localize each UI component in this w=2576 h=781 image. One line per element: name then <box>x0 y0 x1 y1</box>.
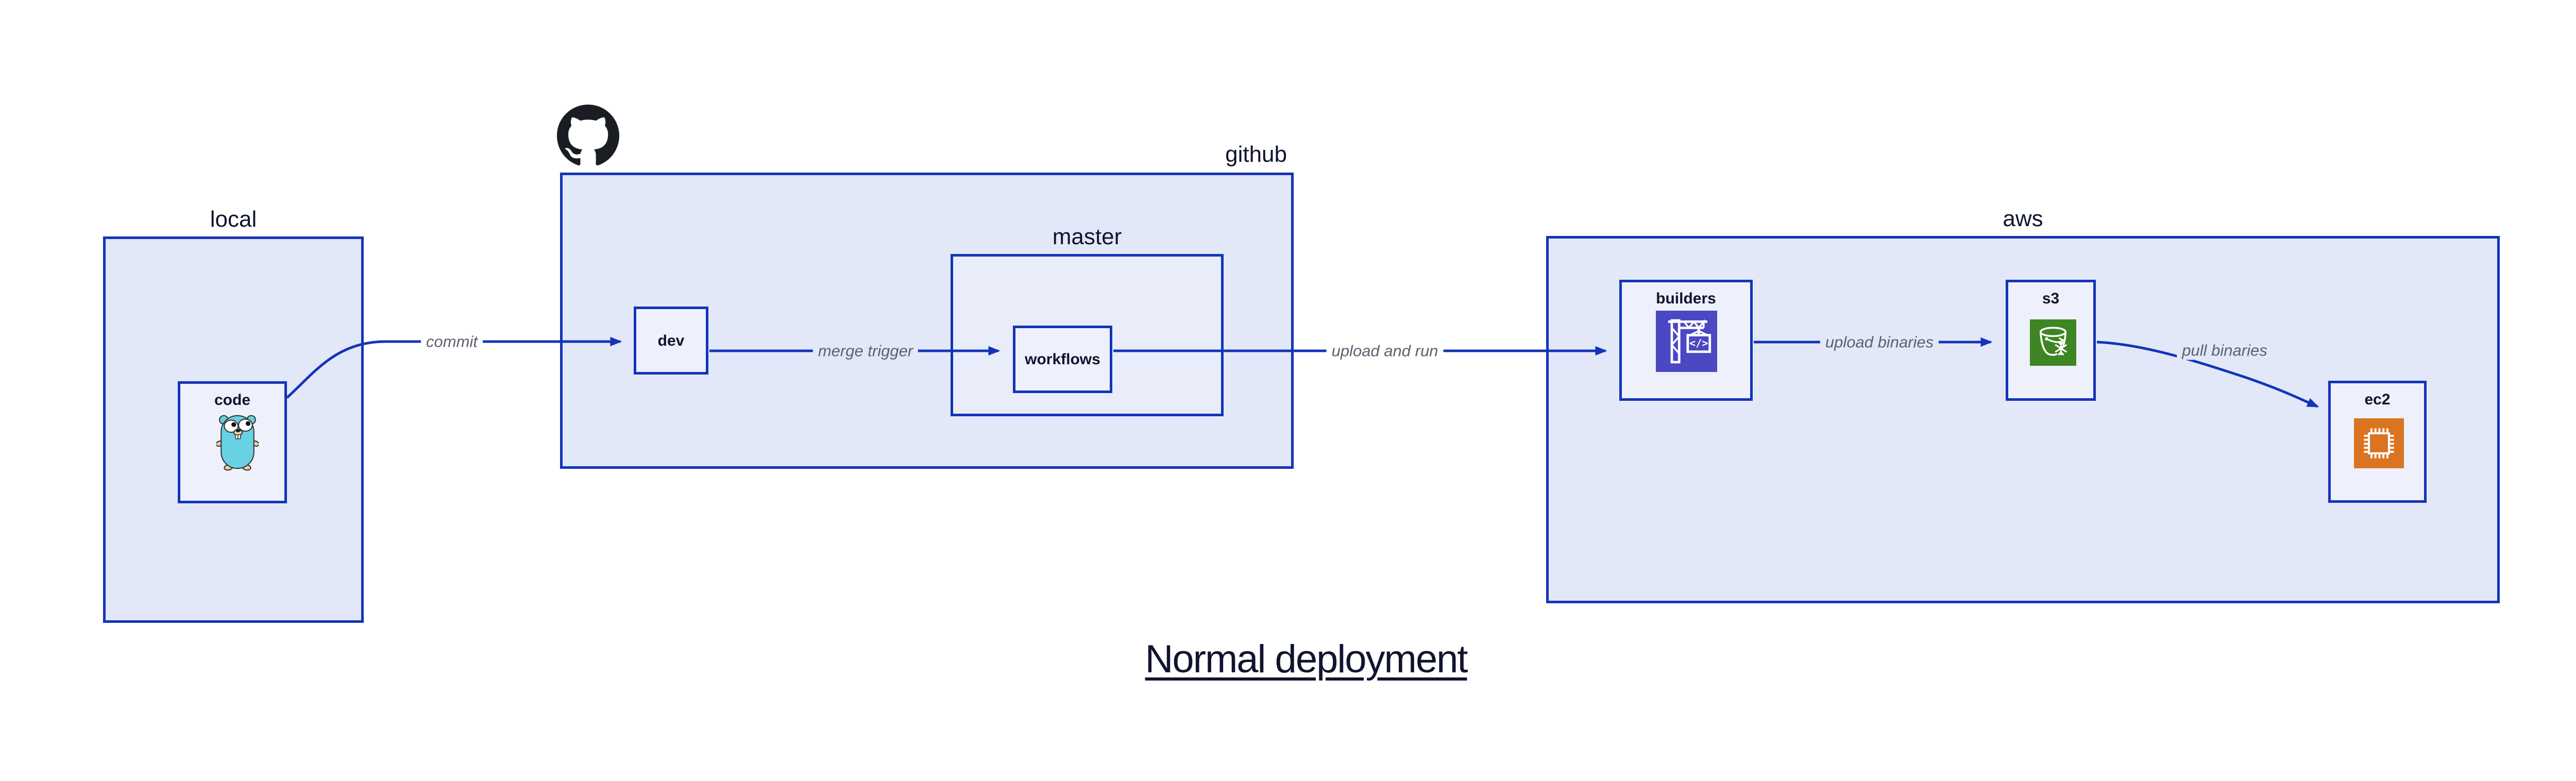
github-octocat-logo <box>557 105 619 166</box>
go-gopher-icon <box>216 415 259 471</box>
group-github-label: github <box>1225 142 1287 167</box>
group-master-label: master <box>1052 224 1122 249</box>
node-code: code <box>178 381 287 503</box>
node-ec2: ec2 <box>2328 381 2427 503</box>
edge-commit-label: commit <box>421 332 483 351</box>
node-builders-label: builders <box>1656 290 1716 307</box>
aws-codebuild-crane-icon: </> <box>1656 311 1717 372</box>
svg-text:</>: </> <box>1689 337 1708 349</box>
node-code-label: code <box>214 392 251 409</box>
node-workflows: workflows <box>1013 326 1112 393</box>
edge-upload-binaries-label: upload binaries <box>1820 332 1939 352</box>
edge-commit <box>286 336 622 399</box>
node-ec2-label: ec2 <box>2364 391 2391 408</box>
node-builders: builders </> <box>1619 280 1753 401</box>
ec2-chip-icon <box>2354 418 2404 468</box>
group-local-label: local <box>210 207 257 232</box>
node-dev-label: dev <box>657 332 685 349</box>
edge-upload-and-run-label: upload and run <box>1326 341 1444 361</box>
edge-pull-binaries <box>2096 341 2319 408</box>
node-dev: dev <box>634 307 708 375</box>
node-s3-label: s3 <box>2042 290 2060 307</box>
group-aws-label: aws <box>2003 206 2043 231</box>
edge-merge-trigger-label: merge trigger <box>812 341 919 361</box>
s3-glacier-bucket-icon <box>2030 319 2076 366</box>
node-s3: s3 <box>2006 280 2096 401</box>
node-workflows-label: workflows <box>1025 351 1100 368</box>
edge-pull-binaries-label: pull binaries <box>2177 341 2273 360</box>
diagram-title: Normal deployment <box>1145 637 1468 681</box>
